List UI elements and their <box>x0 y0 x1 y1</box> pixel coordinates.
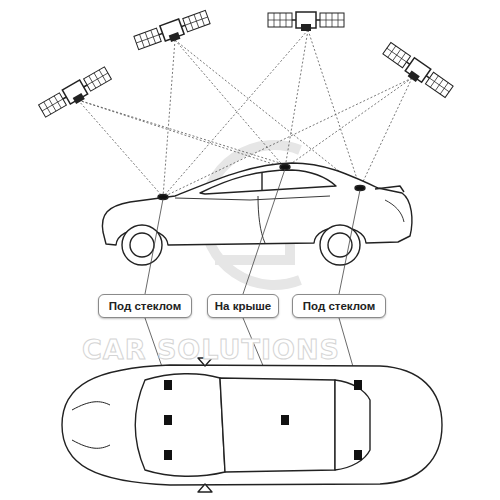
box-text: На крыше <box>215 300 271 312</box>
antenna-markers <box>164 380 362 460</box>
watermark: CAR SOLUTIONS <box>82 334 340 365</box>
label-box: На крыше <box>207 294 279 318</box>
label-box: Под стеклом <box>98 294 192 318</box>
satellite-icons <box>38 9 454 120</box>
box-text: Под стеклом <box>303 300 376 312</box>
label-box: Под стеклом <box>292 294 386 318</box>
car-top-view <box>62 358 442 492</box>
box-text: Под стеклом <box>109 300 182 312</box>
car-side-view <box>102 163 412 265</box>
